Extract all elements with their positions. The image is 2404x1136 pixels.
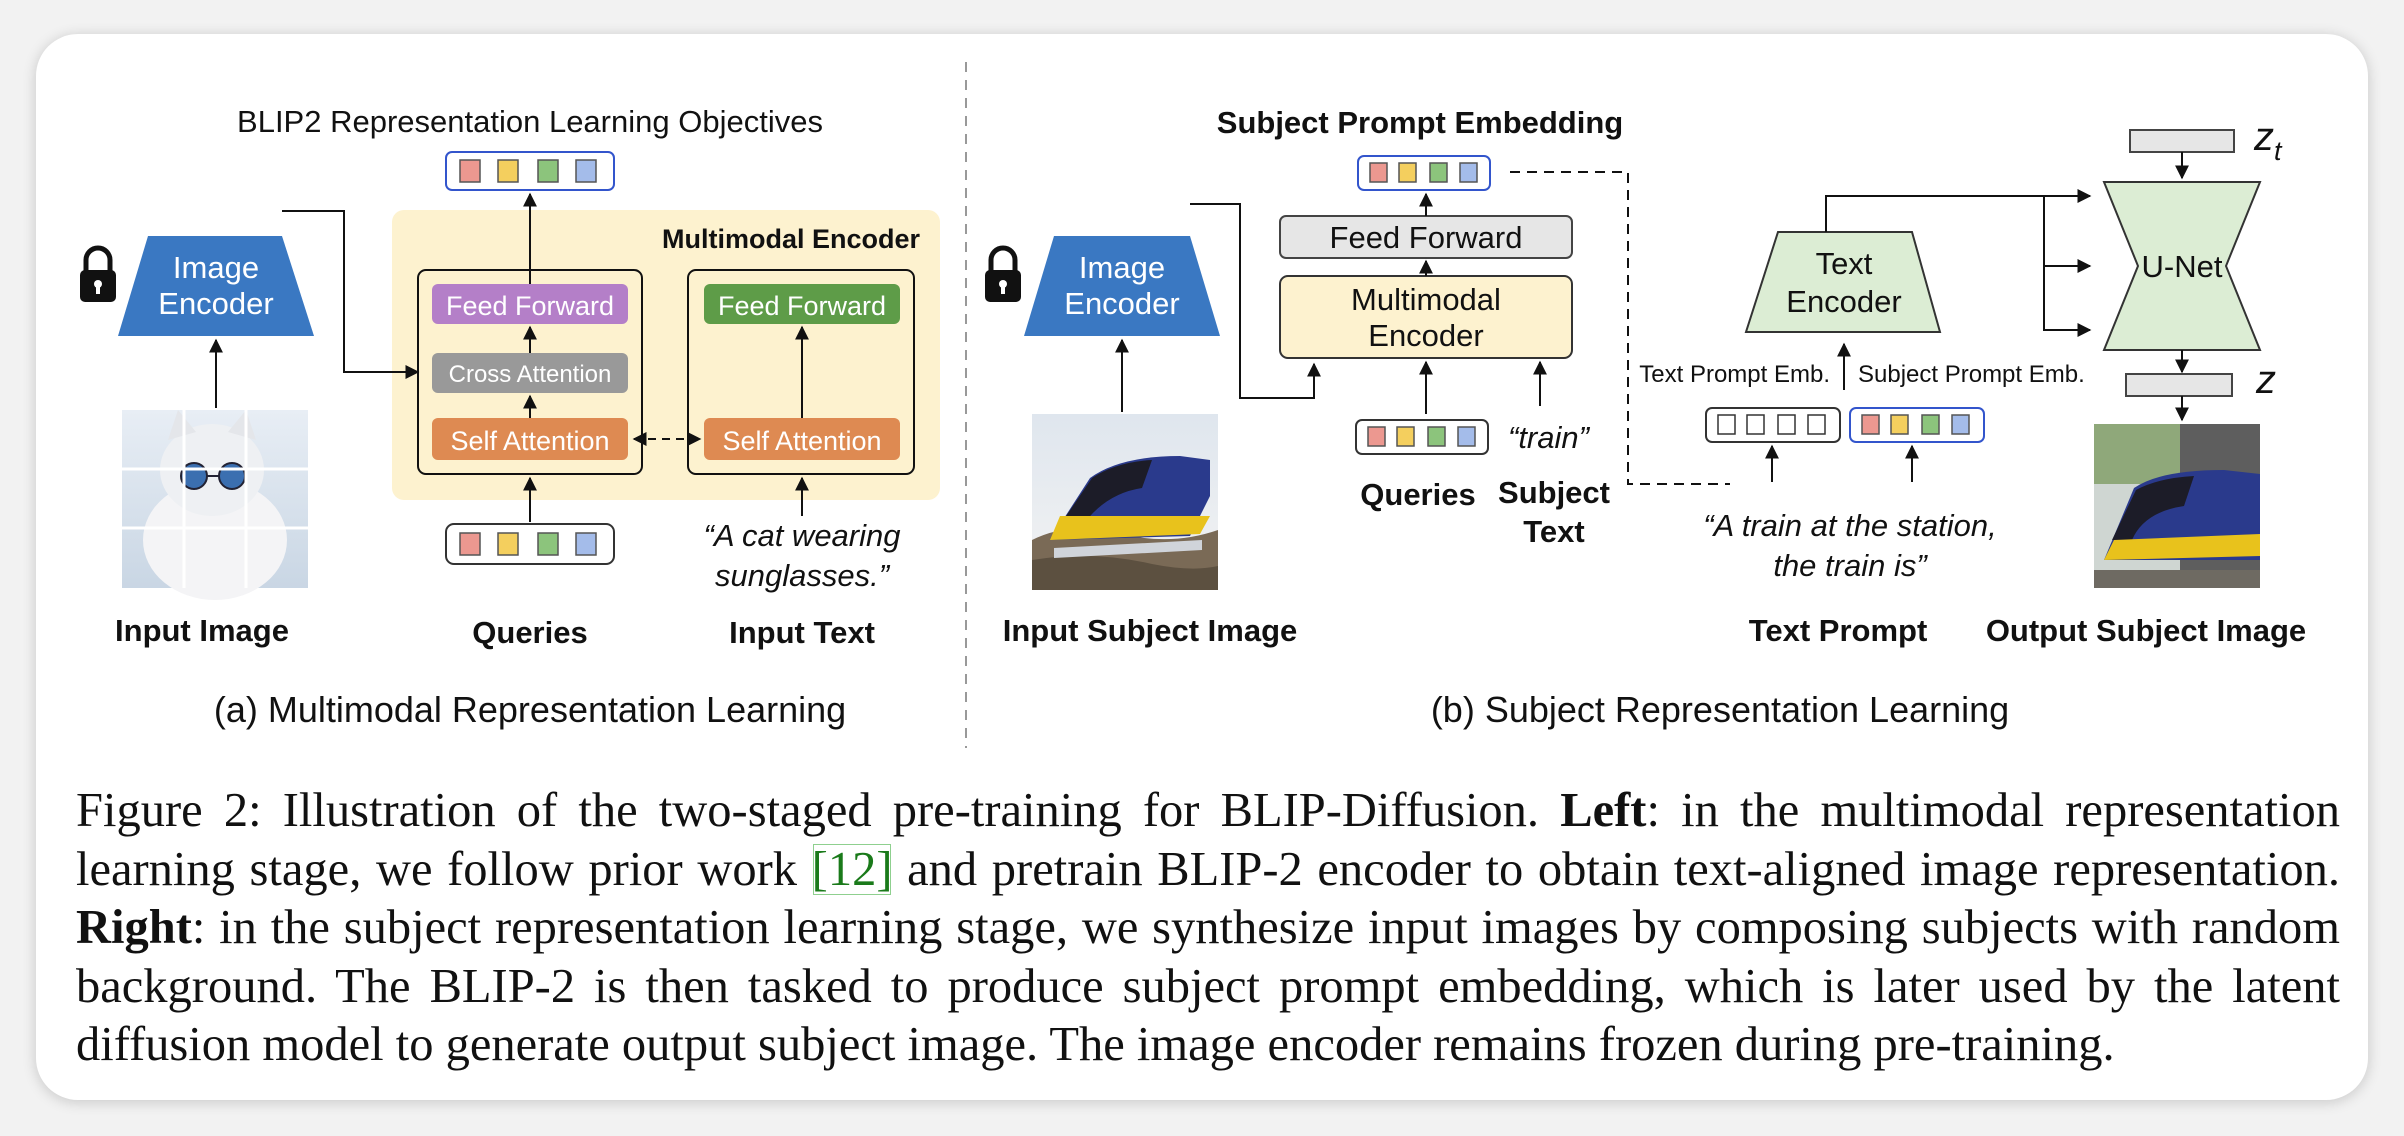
text-encoder-line1: Text	[1816, 246, 1873, 281]
feed-forward-box-purple	[432, 284, 628, 324]
label-input-text: Input Text	[729, 615, 875, 650]
label-output-subject-image: Output Subject Image	[1986, 613, 2306, 648]
self-attention-label-1: Self Attention	[450, 426, 609, 456]
label-subject-text-line1: Subject	[1498, 475, 1610, 510]
left-title: BLIP2 Representation Learning Objectives	[237, 104, 823, 139]
unet-label: U-Net	[2142, 249, 2223, 284]
feed-forward-box-green	[704, 284, 900, 324]
figure-caption: Figure 2: Illustration of the two-staged…	[76, 782, 2340, 1075]
image-encoder-left	[118, 236, 314, 336]
feed-forward-label-1: Feed Forward	[446, 291, 614, 321]
self-attention-box-2	[704, 418, 900, 460]
label-input-subject-image: Input Subject Image	[1003, 613, 1298, 648]
feed-forward-label-2: Feed Forward	[718, 291, 886, 321]
lock-icon	[80, 245, 116, 302]
text-encoder-line2: Encoder	[1786, 284, 1901, 319]
caption-left-word: Left	[1560, 784, 1647, 837]
image-encoder-right	[1024, 236, 1220, 336]
feed-forward-right-label: Feed Forward	[1330, 220, 1523, 255]
cross-attention-label: Cross Attention	[449, 361, 612, 388]
latent-z-box	[2125, 373, 2233, 397]
train-token: “train”	[1508, 420, 1591, 455]
latent-zt-box	[2129, 129, 2235, 153]
label-queries-left: Queries	[472, 615, 587, 650]
caption-text-4: : in the subject representation learning…	[76, 901, 2340, 1071]
lock-icon-right	[985, 245, 1021, 302]
latent-zt-label: zt	[2253, 115, 2283, 166]
image-encoder-left-line2: Encoder	[158, 286, 273, 321]
caption-right-word: Right	[76, 901, 192, 954]
image-encoder-right-line2: Encoder	[1064, 286, 1179, 321]
text-prompt-line1: “A train at the station,	[1703, 508, 1997, 543]
multimodal-encoder-right-line2: Encoder	[1368, 318, 1483, 353]
text-transformer-box	[687, 269, 915, 475]
subcaption-right: (b) Subject Representation Learning	[1431, 689, 2009, 730]
label-text-prompt-emb: Text Prompt Emb.	[1639, 361, 1830, 388]
label-input-image: Input Image	[115, 613, 289, 648]
input-text-line1: “A cat wearing	[704, 518, 901, 553]
multimodal-encoder-right-line1: Multimodal	[1351, 282, 1501, 317]
label-queries-right: Queries	[1360, 477, 1475, 512]
subject-prompt-tokens	[1849, 407, 1985, 443]
input-query-tokens	[445, 523, 615, 565]
label-subject-text-line2: Text	[1523, 514, 1584, 549]
multimodal-encoder-label: Multimodal Encoder	[662, 224, 921, 254]
subcaption-left: (a) Multimodal Representation Learning	[214, 689, 846, 730]
label-subject-prompt-emb: Subject Prompt Emb.	[1858, 361, 2085, 388]
caption-text-3: and pretrain BLIP-2 encoder to obtain te…	[892, 842, 2340, 896]
self-attention-box-1	[432, 418, 628, 460]
cat-input-image	[122, 410, 308, 600]
latent-z-label: z	[2255, 358, 2276, 402]
output-query-tokens	[445, 151, 615, 191]
caption-text-2: : in the multimodal representation learn…	[76, 784, 2340, 896]
caption-lead: Figure 2:	[76, 784, 262, 837]
text-encoder	[1744, 231, 1942, 333]
cross-attention-box	[432, 353, 628, 393]
input-query-tokens-right	[1355, 419, 1489, 455]
citation-link[interactable]: [12]	[811, 842, 893, 896]
right-title: Subject Prompt Embedding	[1217, 105, 1623, 140]
unet	[2102, 181, 2262, 351]
train-output-image	[2094, 424, 2260, 588]
text-prompt-tokens	[1705, 407, 1841, 443]
self-attention-label-2: Self Attention	[722, 426, 881, 456]
input-text-line2: sunglasses.”	[715, 558, 891, 593]
image-encoder-left-line1: Image	[173, 250, 259, 285]
figure-diagram: BLIP2 Representation Learning Objectives…	[80, 62, 2306, 748]
train-input-image	[1032, 414, 1218, 590]
caption-text-1: Illustration of the two-staged pre-train…	[261, 784, 1561, 837]
label-text-prompt: Text Prompt	[1749, 613, 1928, 648]
image-encoder-right-line1: Image	[1079, 250, 1165, 285]
text-prompt-line2: the train is”	[1773, 548, 1928, 583]
subject-prompt-embedding-tokens	[1357, 155, 1491, 191]
